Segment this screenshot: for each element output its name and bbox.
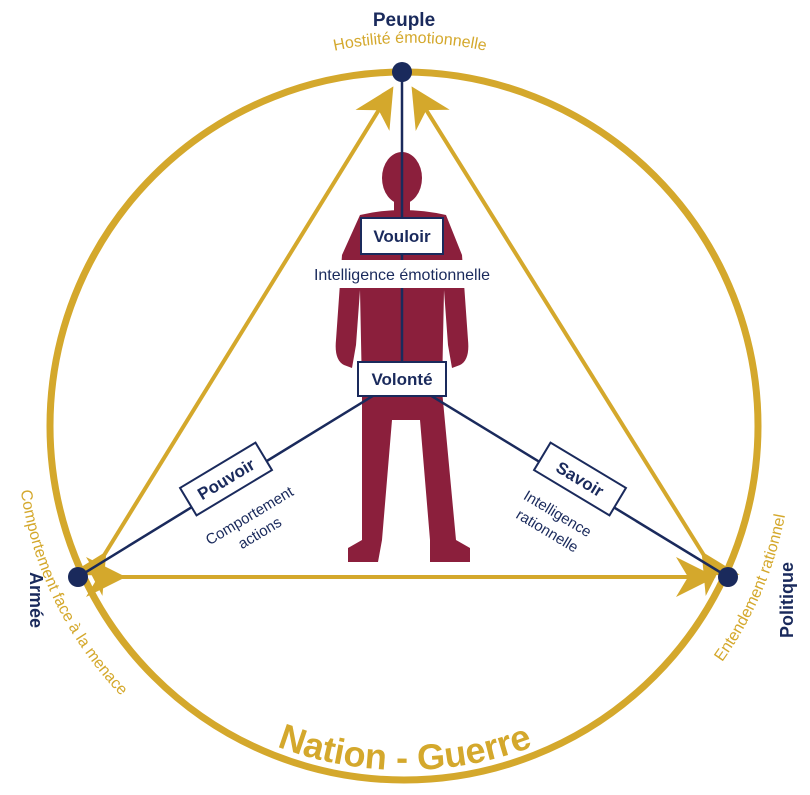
svg-text:Vouloir: Vouloir — [373, 227, 431, 246]
spokes — [77, 72, 729, 579]
node-right-title: Politique — [777, 562, 797, 638]
triangle-arrows — [68, 86, 740, 597]
node-top-title: Peuple — [373, 10, 435, 31]
vouloir-box: Vouloir — [360, 217, 444, 255]
node-top — [392, 62, 412, 82]
arrow-left-top — [68, 86, 394, 596]
node-right — [718, 567, 738, 587]
arrow-right-top — [411, 86, 740, 596]
volonte-box: Volonté — [357, 361, 447, 397]
svg-text:Volonté: Volonté — [371, 370, 432, 389]
node-left — [68, 567, 88, 587]
vouloir-caption: Intelligence émotionnelle — [314, 267, 490, 284]
node-top-subtitle: Hostilité émotionnelle — [332, 30, 488, 55]
node-left-title: Armée — [26, 572, 46, 628]
